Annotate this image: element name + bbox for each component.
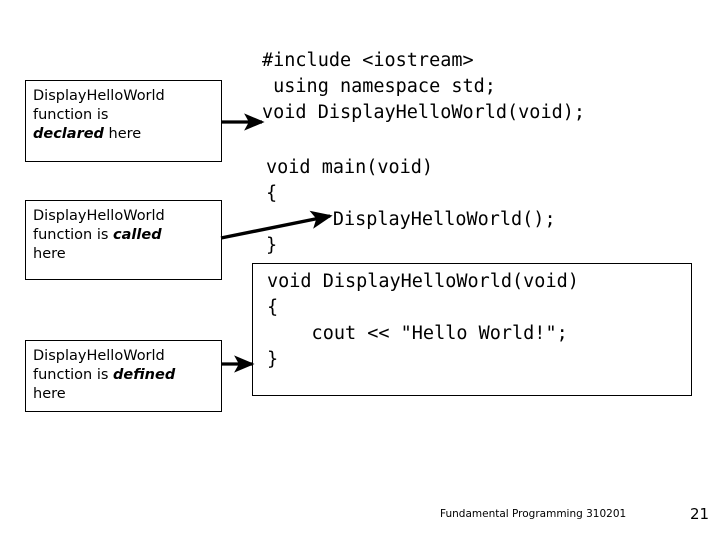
annotation-line-2: function is called	[33, 226, 214, 245]
annotation-line-3: here	[33, 245, 214, 264]
annotation-line-1: DisplayHelloWorld	[33, 348, 165, 364]
annotation-line-1: DisplayHelloWorld	[33, 88, 165, 104]
footer-course-label: Fundamental Programming 310201	[440, 508, 627, 520]
annotation-line-2-text: function is	[33, 367, 114, 383]
annotation-box-defined: DisplayHelloWorld function is defined he…	[25, 340, 222, 412]
annotation-line-1: DisplayHelloWorld	[33, 208, 165, 224]
annotation-box-called: DisplayHelloWorld function is called her…	[25, 200, 222, 280]
annotation-emphasis-declared: declared	[33, 126, 104, 142]
annotation-box-declared: DisplayHelloWorld function is declared h…	[25, 80, 222, 162]
annotation-line-2: function is defined	[33, 366, 214, 385]
annotation-line-3-text: here	[103, 126, 142, 142]
page-number: 21	[690, 505, 710, 523]
annotation-line-3: here	[33, 385, 214, 404]
annotation-line-3: declared here	[33, 125, 214, 144]
code-block-main: void main(void) { DisplayHelloWorld(); }	[266, 157, 556, 256]
annotation-line-3-text: here	[33, 246, 66, 262]
code-block-declaration: #include <iostream> using namespace std;…	[262, 50, 586, 123]
annotation-emphasis-defined: defined	[113, 367, 176, 383]
annotation-line-3-text: here	[33, 386, 66, 402]
annotation-emphasis-called: called	[113, 227, 162, 243]
code-block-definition-frame: void DisplayHelloWorld(void) { cout << "…	[252, 263, 692, 396]
code-block-definition: void DisplayHelloWorld(void) { cout << "…	[267, 271, 579, 370]
annotation-line-2: function is	[33, 106, 214, 125]
annotation-line-2-text: function is	[33, 107, 109, 123]
annotation-line-2-text: function is	[33, 227, 114, 243]
